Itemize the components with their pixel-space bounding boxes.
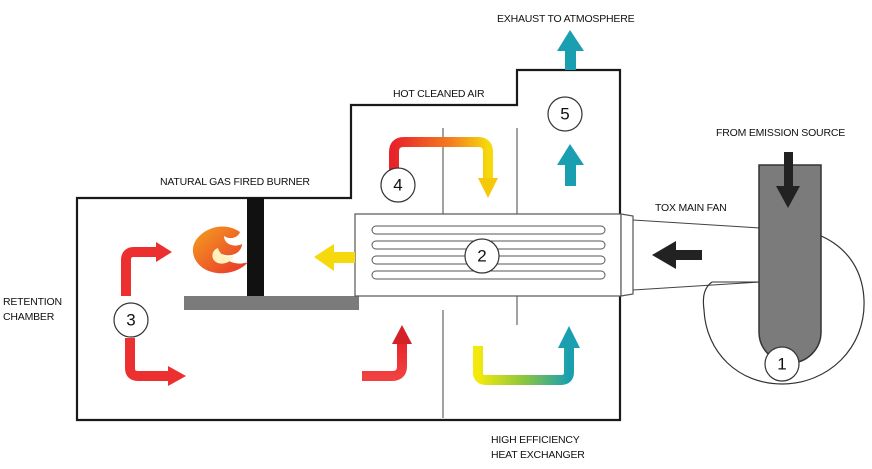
svg-text:3: 3 <box>126 311 135 330</box>
svg-text:5: 5 <box>560 105 569 124</box>
left-arrow-icon <box>652 241 702 269</box>
hx-left-arrow-icon <box>314 244 355 271</box>
fan-outlet-transition <box>620 213 634 297</box>
hot-air-loop-arrow-icon <box>389 137 498 198</box>
label-hx-line2: HEAT EXCHANGER <box>491 449 585 461</box>
svg-text:4: 4 <box>393 176 402 195</box>
chamber5-up-arrow-icon <box>557 144 584 186</box>
marker-5: 5 <box>547 96 583 132</box>
label-tox-fan: TOX MAIN FAN <box>655 202 727 214</box>
marker-1: 1 <box>764 346 800 382</box>
svg-text:1: 1 <box>777 355 786 374</box>
label-emission-source: FROM EMISSION SOURCE <box>716 127 845 139</box>
label-burner: NATURAL GAS FIRED BURNER <box>160 176 310 188</box>
burner-duct <box>184 296 359 310</box>
marker-2: 2 <box>464 238 500 274</box>
marker-3: 3 <box>113 302 149 338</box>
flame-icon <box>192 226 248 274</box>
fan-housing <box>702 226 865 385</box>
burner-wall <box>247 198 264 296</box>
retention-bottom-arrow-icon <box>125 338 186 386</box>
label-retention-line2: CHAMBER <box>3 311 55 323</box>
hx-tube-1 <box>371 225 606 235</box>
lower-yellow-teal-arrow-icon <box>473 326 580 385</box>
exhaust-up-arrow-icon <box>557 30 584 70</box>
lower-red-up-arrow-icon <box>362 325 412 381</box>
label-hot-cleaned-air: HOT CLEANED AIR <box>393 88 485 100</box>
marker-4: 4 <box>380 167 416 203</box>
down-arrow-icon <box>776 152 800 208</box>
label-retention-line1: RETENTION <box>3 296 62 308</box>
label-exhaust: EXHAUST TO ATMOSPHERE <box>497 13 635 25</box>
svg-text:2: 2 <box>477 247 486 266</box>
label-hx-line1: HIGH EFFICIENCY <box>491 434 580 446</box>
housing-outline <box>75 68 622 422</box>
retention-top-arrow-icon <box>121 242 172 296</box>
